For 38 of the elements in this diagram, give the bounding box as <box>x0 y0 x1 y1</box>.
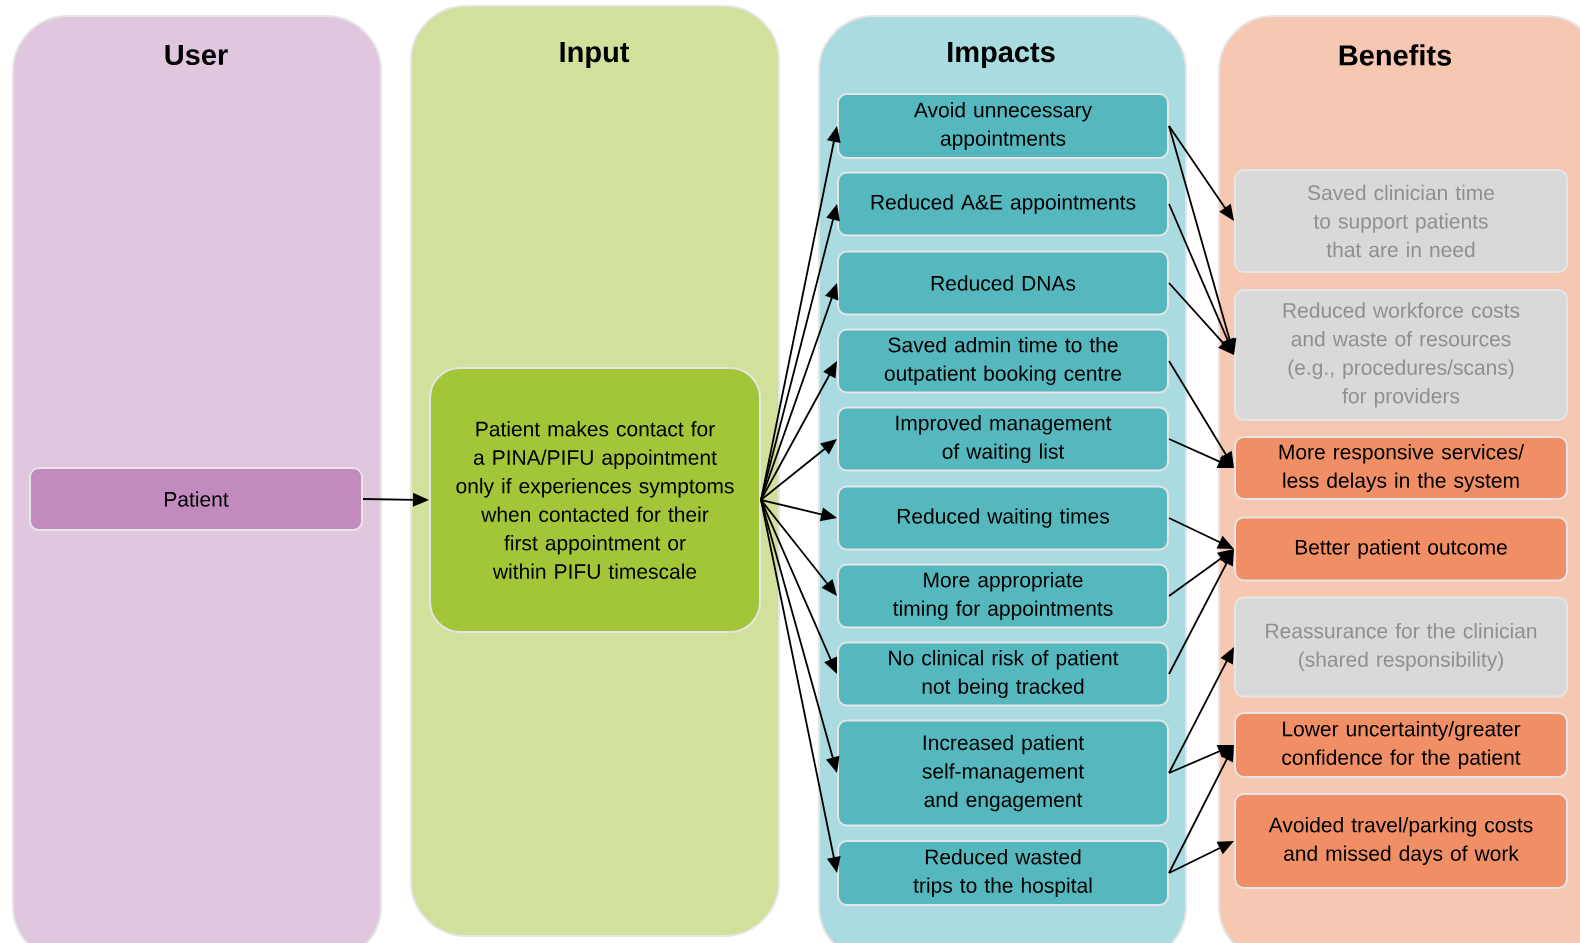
benefit-box: Reassurance for the clinician (shared responsibility) <box>1234 596 1568 698</box>
arrow <box>1168 125 1234 221</box>
benefit-box: More responsive services/ less delays in the system <box>1234 436 1568 500</box>
arrow <box>1168 517 1234 549</box>
arrow <box>760 204 840 501</box>
arrow <box>760 439 837 501</box>
impact-box: More appropriate timing for appointments <box>837 563 1169 629</box>
arrow <box>1168 360 1234 468</box>
impact-box: Avoid unnecessary appointments <box>837 93 1169 159</box>
arrow <box>1168 841 1234 874</box>
arrow <box>760 361 837 501</box>
impact-box: Reduced waiting times <box>837 485 1169 551</box>
benefit-box: Lower uncertainty/greater confidence for the patient <box>1234 712 1568 778</box>
impact-box: Saved admin time to the outpatient booking centre <box>837 328 1169 394</box>
impact-box: No clinical risk of patient not being tracked <box>837 641 1169 707</box>
arrow <box>760 499 837 522</box>
impact-box: Reduced A&E appointments <box>837 171 1169 237</box>
arrow <box>1168 744 1234 774</box>
arrow <box>760 499 837 674</box>
benefit-box: Better patient outcome <box>1234 516 1568 582</box>
benefit-box: Saved clinician time to support patients that are in need <box>1234 169 1568 273</box>
arrow <box>1168 282 1234 355</box>
arrow <box>1168 745 1234 874</box>
arrow <box>1168 438 1234 468</box>
input-box: Patient makes contact for a PINA/PIFU appointment only if experiences symptoms when contacted for their first appointment or within PIFU timescale <box>429 367 761 633</box>
impact-box: Improved management of waiting list <box>837 406 1169 472</box>
arrow <box>362 492 429 507</box>
arrow <box>760 499 837 596</box>
benefit-box: Reduced workforce costs and waste of resources (e.g., procedures/scans) for providers <box>1234 289 1568 421</box>
arrow <box>1168 647 1234 774</box>
impact-box: Reduced DNAs <box>837 250 1169 316</box>
benefit-box: Avoided travel/parking costs and missed days of work <box>1234 793 1568 889</box>
arrow <box>1168 549 1234 675</box>
impact-box: Reduced wasted trips to the hospital <box>837 840 1169 906</box>
patient-box: Patient <box>29 467 363 531</box>
arrow <box>760 499 840 773</box>
arrow <box>760 499 841 873</box>
impact-box: Increased patient self-management and engagement <box>837 719 1169 827</box>
